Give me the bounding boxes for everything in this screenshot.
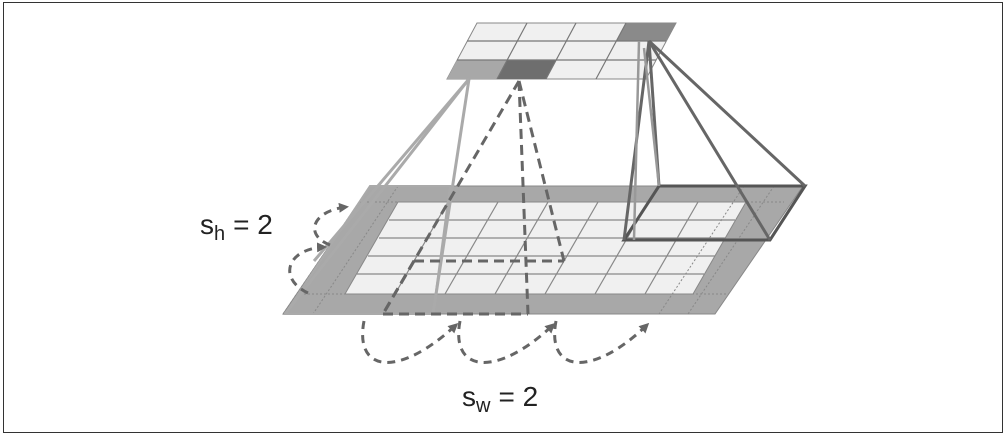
vertical-stride-arrows bbox=[288, 202, 349, 295]
output-cell-bottom-second bbox=[497, 60, 556, 79]
output-grid-lines bbox=[457, 22, 666, 80]
stride-width-label: sw= 2 bbox=[462, 381, 539, 417]
output-cell-bottom-left bbox=[447, 60, 507, 79]
stride-height-label: sh= 2 bbox=[200, 209, 273, 245]
receptive-field-right-back bbox=[632, 40, 661, 241]
horizontal-stride-arrows bbox=[361, 320, 650, 364]
diagram-frame: sh= 2 sw= 2 bbox=[3, 2, 1003, 433]
input-inner bbox=[344, 201, 747, 295]
stride-diagram bbox=[282, 22, 808, 364]
output-cell-top-right bbox=[616, 23, 676, 41]
output-layer bbox=[446, 22, 677, 80]
receptive-field-dashed bbox=[381, 80, 566, 316]
